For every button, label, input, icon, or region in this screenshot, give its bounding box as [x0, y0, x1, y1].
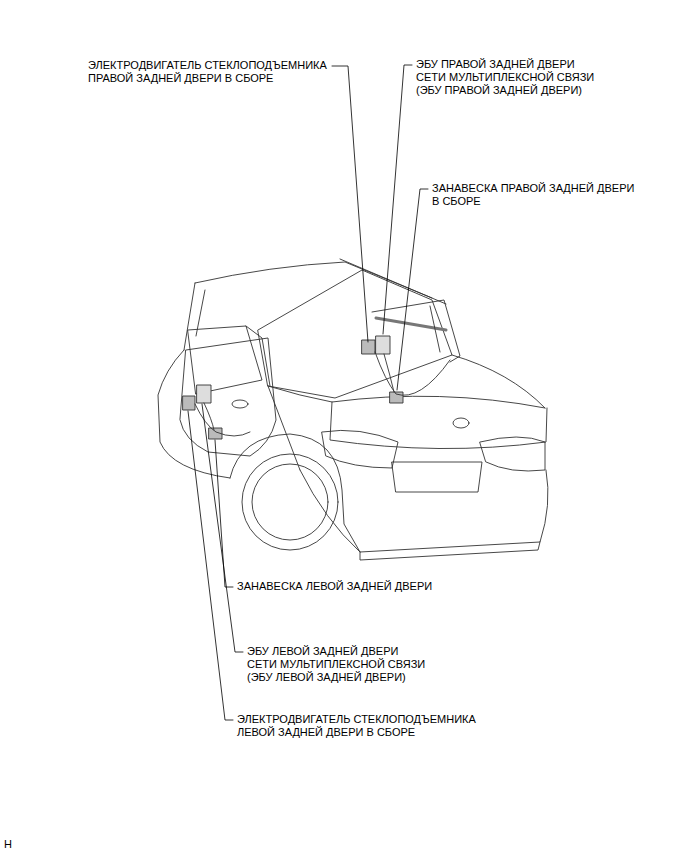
part-label: ЗАНАВЕСКА ПРАВОЙ ЗАДНЕЙ ДВЕРИ В СБОРЕ: [432, 182, 637, 208]
door-handle: [232, 400, 248, 408]
plate-recess: [392, 462, 482, 492]
bumper-lower: [360, 542, 540, 560]
rear-window: [258, 270, 452, 398]
leader-line: [215, 440, 233, 587]
right-door-frame: [430, 306, 440, 352]
left-door-ecu: [197, 385, 211, 403]
left-door-harness: [204, 403, 214, 430]
body-side-right: [452, 355, 545, 408]
part-label: ЭБУ ЛЕВОЙ ЗАДНЕЙ ДВЕРИ СЕТИ МУЛЬТИПЛЕКСН…: [247, 645, 428, 684]
right-door-harness: [375, 352, 450, 395]
antenna-line: [340, 259, 446, 304]
left-door-window: [188, 326, 262, 394]
leader-line: [397, 189, 428, 390]
wheel-arch: [230, 434, 360, 552]
right-window-motor: [362, 340, 375, 354]
trunk-lid: [268, 386, 545, 408]
part-label: ЗАНАВЕСКА ЛЕВОЙ ЗАДНЕЙ ДВЕРИ: [237, 580, 435, 593]
leader-line: [188, 411, 233, 720]
right-door-harness: [384, 354, 394, 392]
part-label: ЭЛЕКТРОДВИГАТЕЛЬ СТЕКЛОПОДЪЕМНИКА ПРАВОЙ…: [88, 59, 329, 85]
emblem: [453, 418, 469, 428]
left-door-frame: [246, 326, 270, 386]
left-door-harness: [195, 404, 250, 436]
leader-line: [202, 404, 243, 652]
left-rear-door: [180, 338, 276, 456]
taillight: [322, 430, 398, 468]
taillight: [480, 437, 545, 471]
right-door-ecu: [376, 336, 390, 354]
right-door-curtain: [390, 392, 403, 403]
right-curtain-rail: [376, 318, 446, 330]
leader-line: [332, 66, 368, 342]
body-crease: [268, 386, 300, 470]
left-window-motor: [183, 396, 195, 410]
part-label: ЭБУ ПРАВОЙ ЗАДНЕЙ ДВЕРИ СЕТИ МУЛЬТИПЛЕКС…: [416, 58, 597, 97]
part-label: ЭЛЕКТРОДВИГАТЕЛЬ СТЕКЛОПОДЪЕМНИКА ЛЕВОЙ …: [237, 713, 478, 739]
roof-line: [195, 262, 432, 298]
rear-wheel: [242, 454, 338, 550]
trunk-rear: [330, 402, 547, 449]
rear-wheel: [252, 464, 328, 540]
sheet-code: H: [4, 838, 14, 851]
